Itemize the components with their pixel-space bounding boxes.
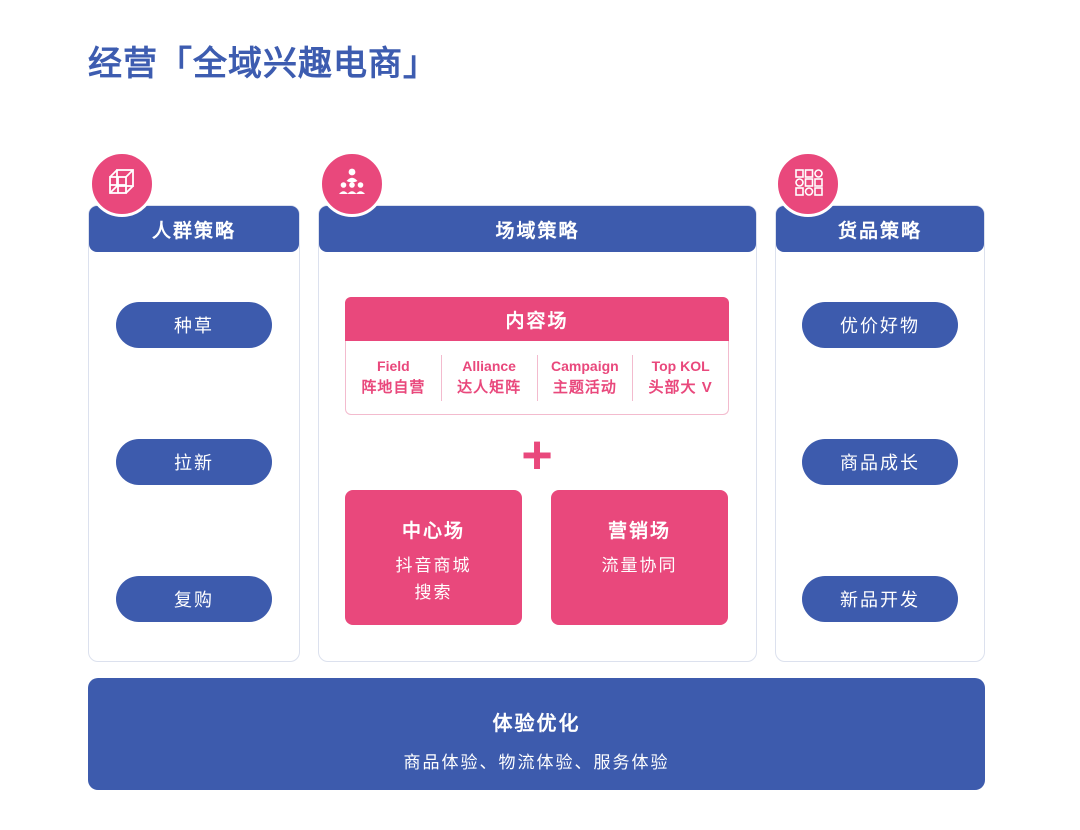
content-cell-field: Field 阵地自营 xyxy=(346,356,441,399)
cell-divider xyxy=(440,354,442,401)
content-cell-alliance: Alliance 达人矩阵 xyxy=(442,356,537,399)
cube-icon xyxy=(102,162,142,207)
goods-icon-badge xyxy=(775,151,841,217)
crowd-icon-badge xyxy=(89,151,155,217)
content-field-block: 内容场 Field 阵地自营 Alliance 达人矩阵 Campaign 主题… xyxy=(345,297,729,415)
center-field-line2: 搜索 xyxy=(414,583,453,602)
marketing-field-box: 营销场 流量协同 xyxy=(551,490,728,625)
center-field-title: 中心场 xyxy=(401,521,465,542)
content-cell-field-en: Field xyxy=(377,358,410,374)
center-field-box: 中心场 抖音商城 搜索 xyxy=(345,490,522,625)
plus-connector: + xyxy=(521,425,553,485)
content-cell-campaign-en: Campaign xyxy=(551,358,619,374)
marketing-field-title: 营销场 xyxy=(607,521,671,542)
content-cell-topkol-zh: 头部大 V xyxy=(648,379,713,396)
content-cell-alliance-zh: 达人矩阵 xyxy=(457,379,522,396)
content-cell-alliance-en: Alliance xyxy=(462,358,516,374)
content-cell-campaign-zh: 主题活动 xyxy=(552,379,617,396)
crowd-item-repurchase: 复购 xyxy=(116,576,272,622)
crowd-item-seeding: 种草 xyxy=(116,302,272,348)
content-cell-field-zh: 阵地自营 xyxy=(361,379,426,396)
content-cell-topkol-en: Top KOL xyxy=(651,358,710,374)
grid-icon xyxy=(788,162,828,207)
content-cell-topkol: Top KOL 头部大 V xyxy=(633,356,728,399)
content-cell-campaign: Campaign 主题活动 xyxy=(538,356,633,399)
marketing-field-line1: 流量协同 xyxy=(601,556,678,575)
page-title: 经营「全域兴趣电商」 xyxy=(88,45,438,83)
experience-title: 体验优化 xyxy=(492,713,581,735)
content-field-body: Field 阵地自营 Alliance 达人矩阵 Campaign 主题活动 T… xyxy=(345,341,729,415)
goods-item-newproduct: 新品开发 xyxy=(802,576,958,622)
center-field-line1: 抖音商城 xyxy=(395,556,472,575)
crowd-item-acquisition: 拉新 xyxy=(116,439,272,485)
goods-item-growth: 商品成长 xyxy=(802,439,958,485)
content-field-title: 内容场 xyxy=(345,297,729,341)
goods-item-value: 优价好物 xyxy=(802,302,958,348)
field-icon-badge xyxy=(319,151,385,217)
cell-divider xyxy=(536,354,538,401)
cell-divider xyxy=(632,354,634,401)
experience-subtitle: 商品体验、物流体验、服务体验 xyxy=(403,753,670,772)
field-strategy-header: 场域策略 xyxy=(319,206,756,252)
experience-optimization-bar: 体验优化 商品体验、物流体验、服务体验 xyxy=(88,678,985,790)
people-icon xyxy=(332,162,372,207)
